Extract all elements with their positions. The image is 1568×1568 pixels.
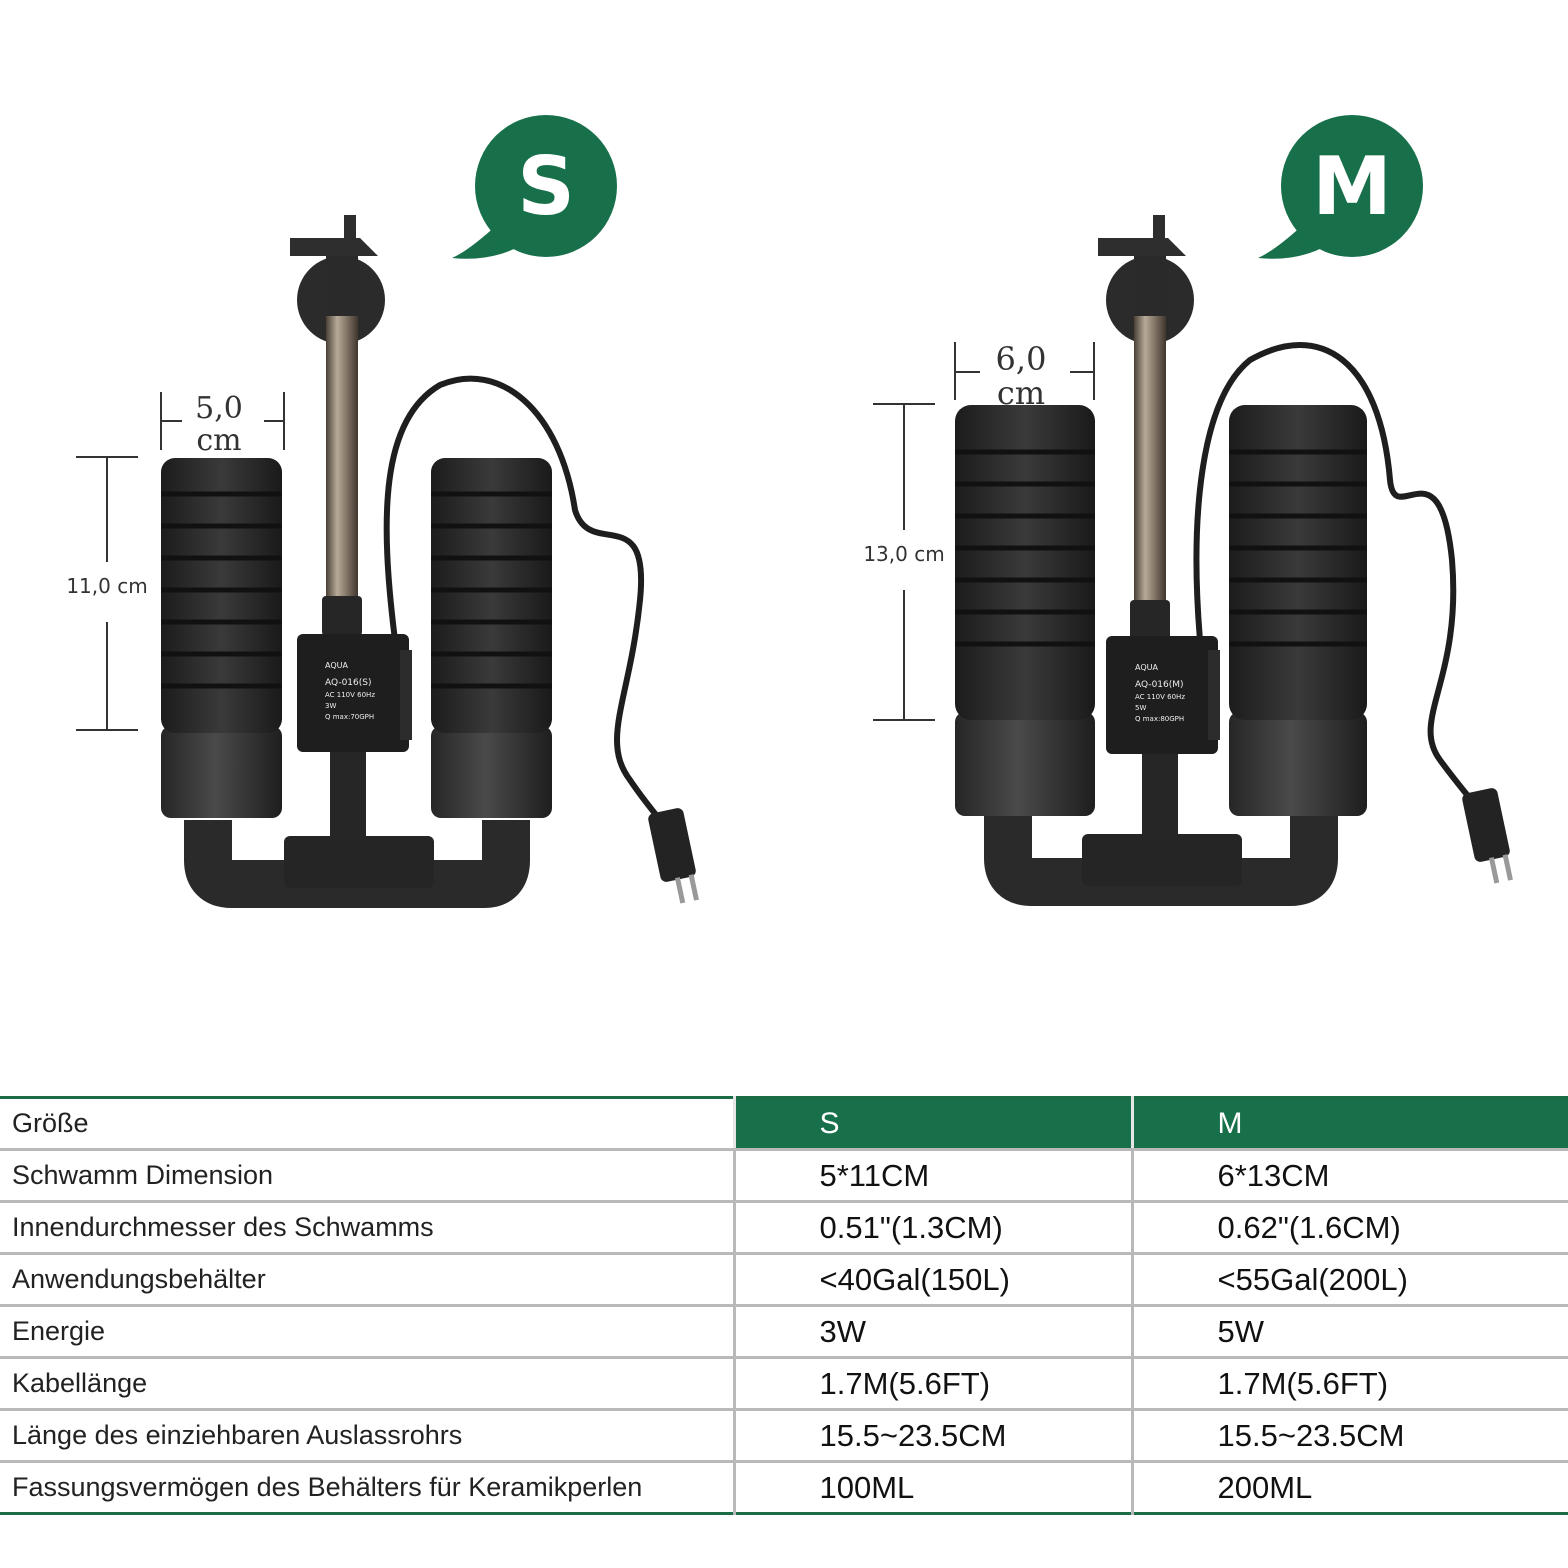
row-value-m: 200ML — [1130, 1461, 1568, 1514]
size-badge-s: S — [452, 115, 617, 259]
header-size-label: Größe — [0, 1097, 734, 1151]
width-label-s-unit: cm — [196, 423, 241, 458]
specification-table: Größe S M Schwamm Dimension 5*11CM 6*13C… — [0, 1096, 1568, 1515]
power-plug-m — [1462, 788, 1513, 884]
row-value-m: 1.7M(5.6FT) — [1130, 1357, 1568, 1411]
product-illustrations: S 5,0 cm 11,0 cm — [66, 115, 1513, 908]
row-label: Anwendungsbehälter — [0, 1253, 734, 1307]
table-row: Anwendungsbehälter <40Gal(150L) <55Gal(2… — [0, 1253, 1568, 1307]
bottom-pipe-m — [984, 740, 1338, 906]
width-dimension-m: 6,0 cm — [954, 340, 1095, 412]
sponge-right-s — [431, 458, 552, 818]
pump-flow-s: Q max:70GPH — [325, 713, 374, 721]
header-size-m: M — [1130, 1097, 1568, 1151]
row-value-s: 15.5~23.5CM — [732, 1409, 1132, 1463]
size-badge-s-label: S — [517, 140, 575, 233]
row-value-m: 6*13CM — [1130, 1149, 1568, 1203]
table-row: Fassungsvermögen des Behälters für Keram… — [0, 1461, 1568, 1514]
height-label-s: 11,0 cm — [66, 574, 147, 598]
svg-text:AQUA: AQUA — [1135, 663, 1158, 672]
bottom-pipe-s — [184, 740, 530, 908]
pump-model-s: AQ-016(S) — [325, 678, 372, 688]
height-dimension-m: 13,0 cm — [863, 403, 945, 721]
row-label: Fassungsvermögen des Behälters für Keram… — [12, 1472, 643, 1502]
size-badge-m: M — [1258, 115, 1423, 259]
width-label-s-value: 5,0 — [195, 391, 243, 426]
row-label: Innendurchmesser des Schwamms — [0, 1201, 734, 1255]
width-dimension-s: 5,0 cm — [160, 391, 285, 458]
product-m: M 6,0 cm 13,0 cm — [863, 115, 1513, 906]
power-cable-s — [383, 375, 678, 842]
row-value-m: 0.62"(1.6CM) — [1130, 1201, 1568, 1255]
row-label: Schwamm Dimension — [0, 1149, 734, 1203]
header-size-s: S — [732, 1097, 1132, 1151]
svg-text:AQUA: AQUA — [325, 661, 348, 670]
power-cable-m — [1193, 342, 1491, 822]
sponge-left-s — [161, 458, 282, 818]
outlet-tube-m — [1098, 215, 1194, 640]
pump-model-m: AQ-016(M) — [1135, 680, 1184, 690]
pump-body-s: AQUA AQ-016(S) AC 110V 60Hz 3W Q max:70G… — [297, 634, 412, 752]
outlet-tube-s — [290, 215, 385, 636]
table-row: Energie 3W 5W — [0, 1305, 1568, 1359]
height-label-m: 13,0 cm — [863, 542, 944, 566]
pump-power-m: 5W — [1135, 704, 1146, 712]
table-row: Länge des einziehbaren Auslassrohrs 15.5… — [0, 1409, 1568, 1463]
product-illustration-area: S 5,0 cm 11,0 cm — [66, 115, 1513, 908]
pump-voltage-s: AC 110V 60Hz — [325, 691, 375, 699]
row-value-s: 0.51"(1.3CM) — [732, 1201, 1132, 1255]
row-label: Kabellänge — [0, 1357, 734, 1411]
pump-flow-m: Q max:80GPH — [1135, 715, 1184, 723]
size-badge-m-label: M — [1312, 140, 1392, 233]
power-plug-s — [648, 808, 699, 904]
pump-power-s: 3W — [325, 702, 336, 710]
table-row: Innendurchmesser des Schwamms 0.51"(1.3C… — [0, 1201, 1568, 1255]
row-value-m: 15.5~23.5CM — [1130, 1409, 1568, 1463]
height-dimension-s: 11,0 cm — [66, 456, 148, 731]
width-label-m-value: 6,0 — [996, 340, 1047, 378]
sponge-right-m — [1229, 405, 1367, 816]
row-value-s: 1.7M(5.6FT) — [732, 1357, 1132, 1411]
row-value-m: <55Gal(200L) — [1130, 1253, 1568, 1307]
row-value-s: 5*11CM — [732, 1149, 1132, 1203]
pump-voltage-m: AC 110V 60Hz — [1135, 693, 1185, 701]
row-label: Energie — [0, 1305, 734, 1359]
sponge-left-m — [955, 405, 1095, 816]
row-value-m: 5W — [1130, 1305, 1568, 1359]
pump-body-m: AQUA AQ-016(M) AC 110V 60Hz 5W Q max:80G… — [1106, 636, 1220, 754]
table-header-row: Größe S M — [0, 1097, 1568, 1151]
row-label: Länge des einziehbaren Auslassrohrs — [0, 1409, 734, 1463]
row-value-s: <40Gal(150L) — [732, 1253, 1132, 1307]
row-value-s: 100ML — [732, 1461, 1132, 1514]
row-value-s: 3W — [732, 1305, 1132, 1359]
table-row: Schwamm Dimension 5*11CM 6*13CM — [0, 1149, 1568, 1203]
table-row: Kabellänge 1.7M(5.6FT) 1.7M(5.6FT) — [0, 1357, 1568, 1411]
product-s: S 5,0 cm 11,0 cm — [66, 115, 699, 908]
